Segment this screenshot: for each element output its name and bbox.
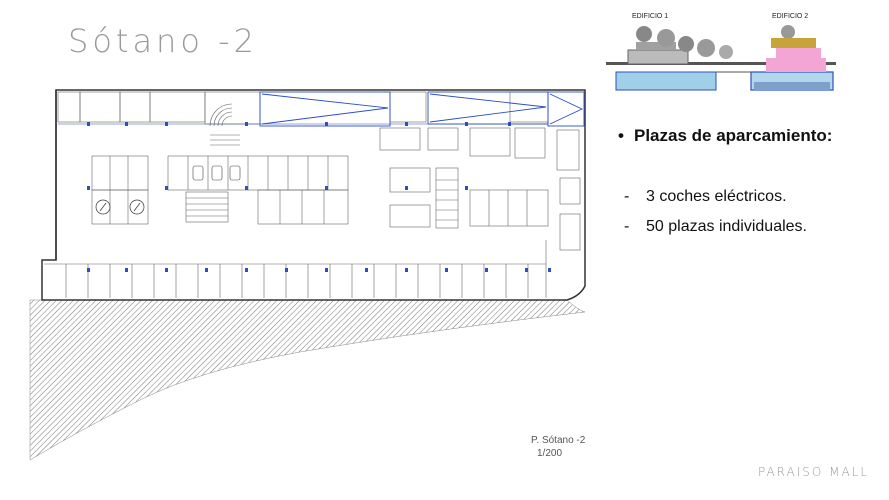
parking-info: • Plazas de aparcamiento: -3 coches eléct…: [618, 126, 878, 248]
service-rooms: [379, 127, 581, 251]
list-item: -3 coches eléctricos.: [618, 188, 878, 206]
list-item-text: 3 coches eléctricos.: [646, 188, 787, 205]
hatched-ground: [29, 299, 586, 461]
parking-heading-text: Plazas de aparcamiento:: [634, 126, 833, 145]
dash-icon: -: [624, 218, 630, 235]
column-markers: [87, 122, 551, 272]
building2-label: EDIFICIO 2: [772, 13, 809, 20]
bullet-dot-icon: •: [618, 126, 624, 145]
list-item-text: 50 plazas individuales.: [646, 218, 807, 235]
plan-caption-title: P. Sótano -2: [531, 435, 586, 446]
outer-wall: [41, 89, 586, 301]
building-elevation: [606, 25, 836, 91]
building1-label: EDIFICIO 1: [632, 13, 669, 20]
plan-caption: P. Sótano -2 1/200: [531, 434, 585, 460]
list-item: -50 plazas individuales.: [618, 218, 878, 236]
ev-charging-spots: [95, 199, 145, 215]
brand-logo: PARAISO MALL: [758, 465, 870, 479]
plan-scale: 1/200: [537, 448, 563, 459]
car-symbols: [192, 165, 241, 181]
middle-parking-block: [91, 155, 349, 225]
parking-heading: • Plazas de aparcamiento:: [618, 126, 878, 146]
dash-icon: -: [624, 188, 630, 205]
circular-ramp: [209, 103, 240, 146]
slide-title: Sótano -2: [68, 22, 258, 60]
